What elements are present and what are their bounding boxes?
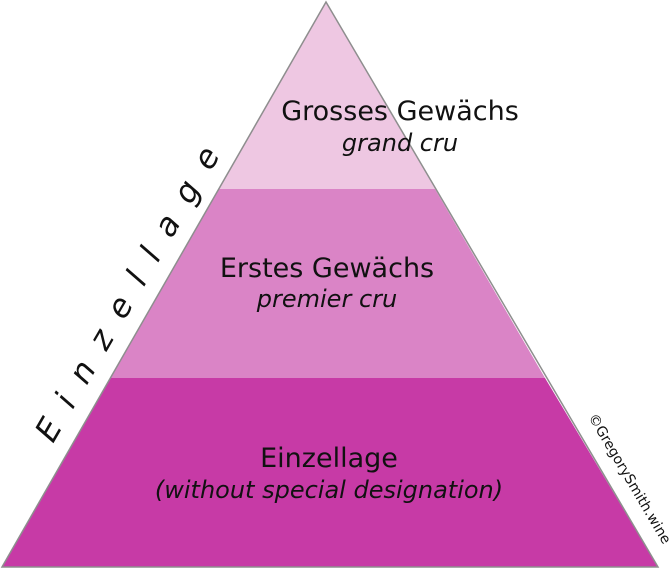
tier-top-subtitle: grand cru — [342, 129, 458, 157]
tier-middle-subtitle: premier cru — [256, 285, 397, 313]
tier-bottom-subtitle: (without special designation) — [155, 476, 503, 504]
tier-top-grosses-gewachs — [219, 2, 435, 189]
tier-middle-erstes-gewachs — [110, 189, 545, 378]
tier-bottom-einzellage — [2, 378, 658, 567]
tier-bottom-title: Einzellage — [260, 443, 398, 474]
tier-middle-title: Erstes Gewächs — [220, 253, 434, 284]
tier-top-title: Grosses Gewächs — [281, 96, 519, 127]
